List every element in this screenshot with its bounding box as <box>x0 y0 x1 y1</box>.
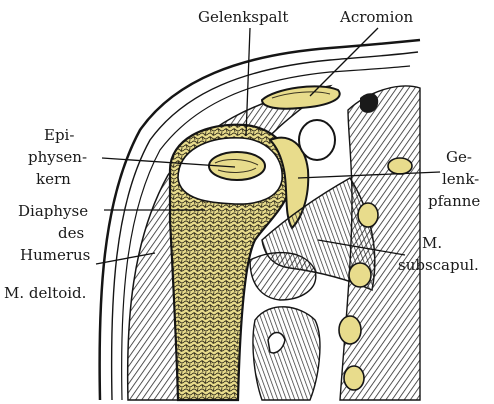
label-deltoideus: M. deltoid. <box>4 284 86 302</box>
label-epiphysenkern-3: kern <box>36 170 71 188</box>
label-epiphysenkern-2: physen- <box>28 148 87 166</box>
label-gelenkpfanne-2: lenk- <box>442 170 479 188</box>
label-subscapularis-1: M. <box>422 234 442 252</box>
label-gelenkspalt: Gelenkspalt <box>198 8 288 26</box>
label-acromion: Acromion <box>339 8 413 26</box>
label-gelenkpfanne-3: pfanne <box>428 192 480 210</box>
label-epiphysenkern-1: Epi- <box>44 126 74 144</box>
label-gelenkpfanne-1: Ge- <box>446 148 472 166</box>
acromion-bone <box>262 86 340 108</box>
label-diaphyse-1: Diaphyse <box>18 202 88 220</box>
label-diaphyse-2: des <box>58 224 84 242</box>
serratus-region <box>340 86 420 400</box>
label-subscapularis-2: subscapul. <box>398 256 479 274</box>
label-diaphyse-3: Humerus <box>20 246 90 264</box>
